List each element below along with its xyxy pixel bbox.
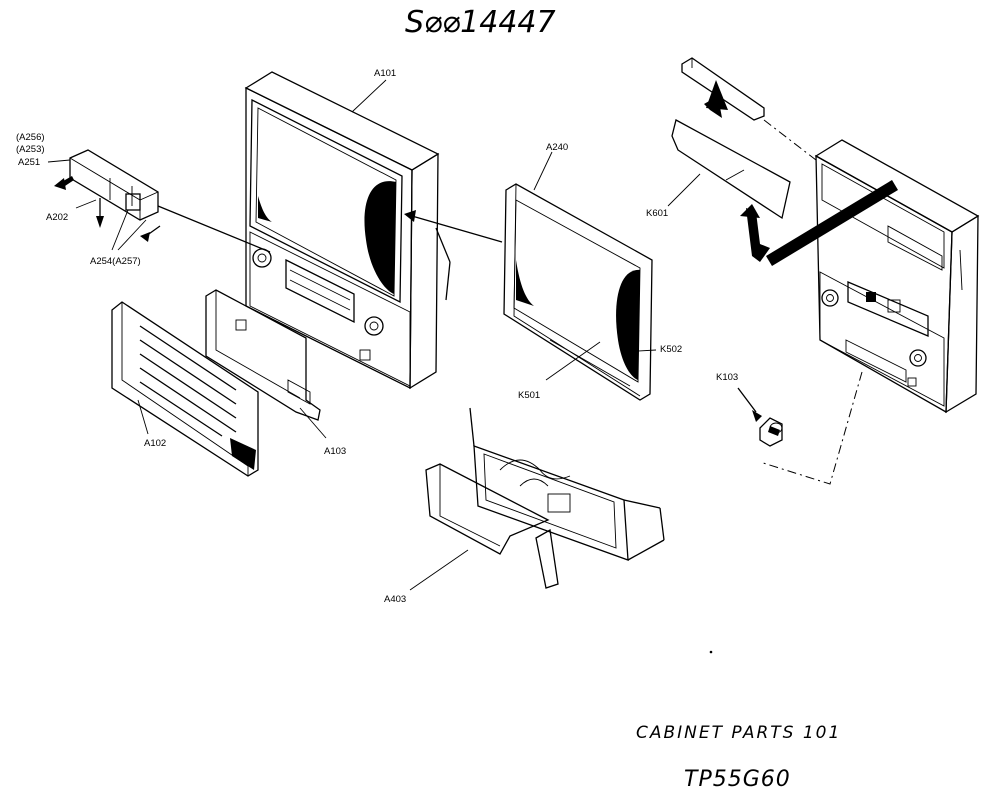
- label-a101: A101: [374, 68, 396, 79]
- screen-frame: [503, 183, 653, 401]
- label-a253: (A253): [16, 144, 45, 155]
- drawing-stamp: S⌀⌀14447: [405, 5, 556, 40]
- label-a403: A403: [384, 594, 406, 605]
- label-a254: A254(A257): [90, 256, 141, 267]
- speaker-grille: [111, 301, 259, 477]
- label-a202: A202: [46, 212, 68, 223]
- label-a240: A240: [546, 142, 568, 153]
- label-k502: K502: [660, 344, 682, 355]
- bracket-assembly: [54, 149, 161, 242]
- label-k501: K501: [518, 390, 540, 401]
- label-a102: A102: [144, 438, 166, 449]
- tv-cabinet-rear: [766, 139, 980, 414]
- caption-cabinet-parts: CABINET PARTS 101: [636, 723, 841, 743]
- label-a256: (A256): [16, 132, 45, 143]
- control-panel-cover: [205, 289, 321, 421]
- model-number: TP55G60: [684, 767, 791, 792]
- label-a251: A251: [18, 157, 40, 168]
- label-k103: K103: [716, 372, 738, 383]
- rear-chassis: [425, 407, 665, 589]
- label-k601: K601: [646, 208, 668, 219]
- knob-part: [759, 417, 783, 447]
- mirror-and-rail: [671, 57, 791, 262]
- label-a103: A103: [324, 446, 346, 457]
- tv-cabinet-front: [244, 71, 451, 390]
